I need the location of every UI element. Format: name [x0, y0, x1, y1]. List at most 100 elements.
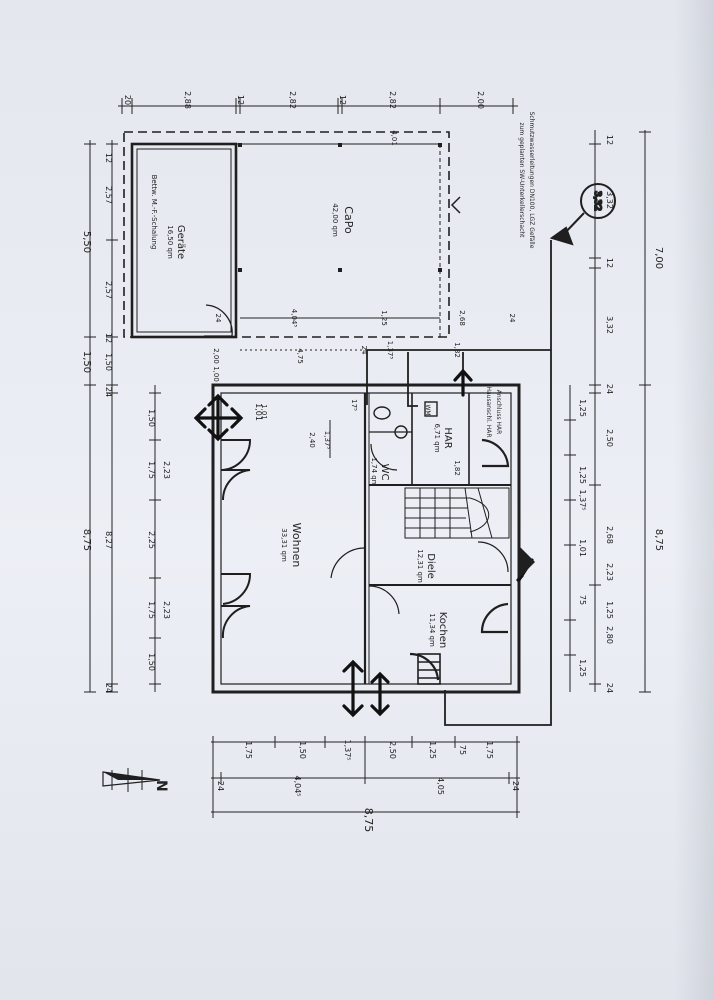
dim-bottom2-0: 24 [216, 781, 225, 791]
dim-right-inner-9: 2,68 [605, 526, 614, 544]
room-labels: Geräte 16,50 qm Bettw. M.-F.-Schalung Ca… [150, 175, 453, 649]
dimension-lines [84, 98, 651, 818]
dim-right-inner-2: 12 [605, 258, 614, 268]
room-name-carport: CaPo [342, 206, 355, 234]
dim-top-3: 2,82 [288, 91, 297, 109]
dim-left-inner-4: 1,75 [147, 601, 156, 619]
note-fenster: 1,01 [254, 403, 263, 421]
dim-top-4: 12 [338, 95, 347, 105]
dim-left-middle-6: 8,27 [104, 531, 113, 549]
carport-outline [123, 131, 450, 339]
room-area-wohnen: 33,31 qm [280, 528, 288, 562]
dim-interior-14: 1,82 [453, 342, 461, 358]
dim-bottom1-1: 1,50 [298, 741, 307, 759]
dim-left-outer-0: 5,50 [81, 231, 92, 253]
dim-right-inner-11: 2,23 [605, 563, 614, 581]
dim-interior-5: 2,68 [458, 310, 466, 326]
dim-interior-6: 24 [214, 314, 222, 323]
dim-interior-11: 1,01 [260, 404, 268, 420]
dim-interior-4: 1,25 [380, 310, 388, 326]
dim-interior-0: 2,40 [308, 432, 316, 448]
room-name-wc: WC [379, 464, 390, 481]
sewer-note-line1: Schmutzwasserleitungen DN100, LGZ Gefäll… [528, 112, 535, 249]
dim-interior-15: 24 [360, 346, 368, 355]
dim-top-6: 2,00 [476, 91, 485, 109]
dim-left-middle-1: 2,57 [104, 186, 113, 204]
dim-bottom1-5: 75 [458, 745, 467, 755]
dim-left-inner-5: 2,23 [162, 601, 171, 619]
dim-interior-12: 4,01 [390, 130, 398, 146]
dim-interior-13: 1,37⁵ [386, 341, 394, 360]
dim-right-inner-10: 1,01 [578, 539, 587, 557]
dim-interior-2: 1,82 [453, 460, 461, 476]
dim-interior-8: 4,75 [296, 348, 304, 364]
entrance-triangle-icon [519, 546, 535, 578]
dim-left-inner-1: 1,75 [147, 461, 156, 479]
dim-bottom1-2: 1,37⁵ [343, 739, 352, 760]
room-area-har: 6,71 qm [433, 423, 441, 452]
room-area-wc: 1,74 qm [370, 457, 378, 486]
dim-interior-3: 4,04⁵ [290, 309, 298, 328]
room-name-geraete: Geräte [175, 225, 186, 259]
room-area-kochen: 11,34 qm [428, 613, 436, 647]
dim-interior-16: 17⁵ [350, 399, 358, 411]
dim-interior-7: 24 [508, 314, 516, 323]
dim-right-inner-12: 75 [578, 595, 587, 605]
dim-right-inner-15: 1,25 [578, 659, 587, 677]
sewer-note-line2: zum geplanten SW-Unterkellerschacht [518, 122, 525, 238]
dim-interior-1: 1,37⁵ [323, 431, 331, 450]
dim-right-inner-14: 2,80 [605, 626, 614, 644]
doors [221, 438, 510, 681]
dim-bottom1-4: 1,25 [428, 741, 437, 759]
dim-interior-9: 2,00 [212, 348, 220, 364]
dim-left-inner-3: 2,25 [147, 531, 156, 549]
note-hausanschluss: Hausanschl. HAR [485, 386, 492, 437]
dim-right-outer-0: 7,00 [653, 247, 664, 269]
dim-top-5: 2,82 [388, 91, 397, 109]
dim-bottom2-2: 4,05 [436, 777, 445, 795]
dim-left-middle-7: 24 [104, 683, 113, 693]
room-name-wohnen: Wohnen [290, 523, 303, 568]
dim-left-inner-2: 2,23 [162, 461, 171, 479]
marker-arrows [193, 368, 534, 718]
dim-bottom-total: 8,75 [362, 808, 375, 833]
house-walls [211, 383, 521, 694]
dim-left-middle-4: 1,50 [104, 353, 113, 371]
dim-left-middle-0: 12 [104, 153, 113, 163]
dim-bottom2-3: 24 [511, 781, 520, 791]
dim-left-middle-2: 2,57 [104, 281, 113, 299]
dim-interior-10: 1,00 [212, 366, 220, 382]
dim-bottom1-0: 1,75 [244, 741, 253, 759]
dim-left-middle-3: 12 [104, 333, 113, 343]
dim-bottom2-1: 4,04⁵ [293, 775, 302, 796]
dim-right-inner-8: 1,37⁵ [578, 489, 587, 510]
room-name-diele: Diele [425, 553, 436, 579]
dim-right-inner-0: 12 [605, 135, 614, 145]
north-label: N [153, 780, 169, 792]
manhole-marker: 3,32 [549, 183, 616, 246]
dim-left-outer-2: 8,75 [81, 529, 92, 551]
dim-right-inner-4: 24 [605, 384, 614, 394]
dim-right-inner-13: 1,25 [605, 601, 614, 619]
dim-left-middle-5: 24 [104, 387, 113, 397]
dim-right-inner-7: 1,25 [578, 466, 587, 484]
dim-bottom1-6: 1,75 [485, 741, 494, 759]
dim-right-outer-1: 8,75 [653, 529, 664, 551]
room-area-carport: 42,00 qm [331, 203, 339, 237]
room-area-diele: 12,31 qm [416, 549, 424, 583]
north-arrow: N [102, 768, 169, 792]
dim-right-inner-1: 3,32 [605, 191, 614, 209]
room-note-geraete: Bettw. M.-F.-Schalung [150, 175, 158, 250]
plan-notes: Schmutzwasserleitungen DN100, LGZ Gefäll… [254, 112, 535, 438]
dim-right-inner-16: 24 [605, 683, 614, 693]
dim-top-2: 12 [236, 95, 245, 105]
staircase [404, 487, 510, 539]
wc-fixtures [373, 401, 438, 439]
dim-left-outer-1: 1,50 [81, 351, 92, 373]
dim-left-inner-0: 1,50 [147, 409, 156, 427]
dim-right-inner-6: 2,50 [605, 429, 614, 447]
dim-left-inner-6: 1,50 [147, 653, 156, 671]
